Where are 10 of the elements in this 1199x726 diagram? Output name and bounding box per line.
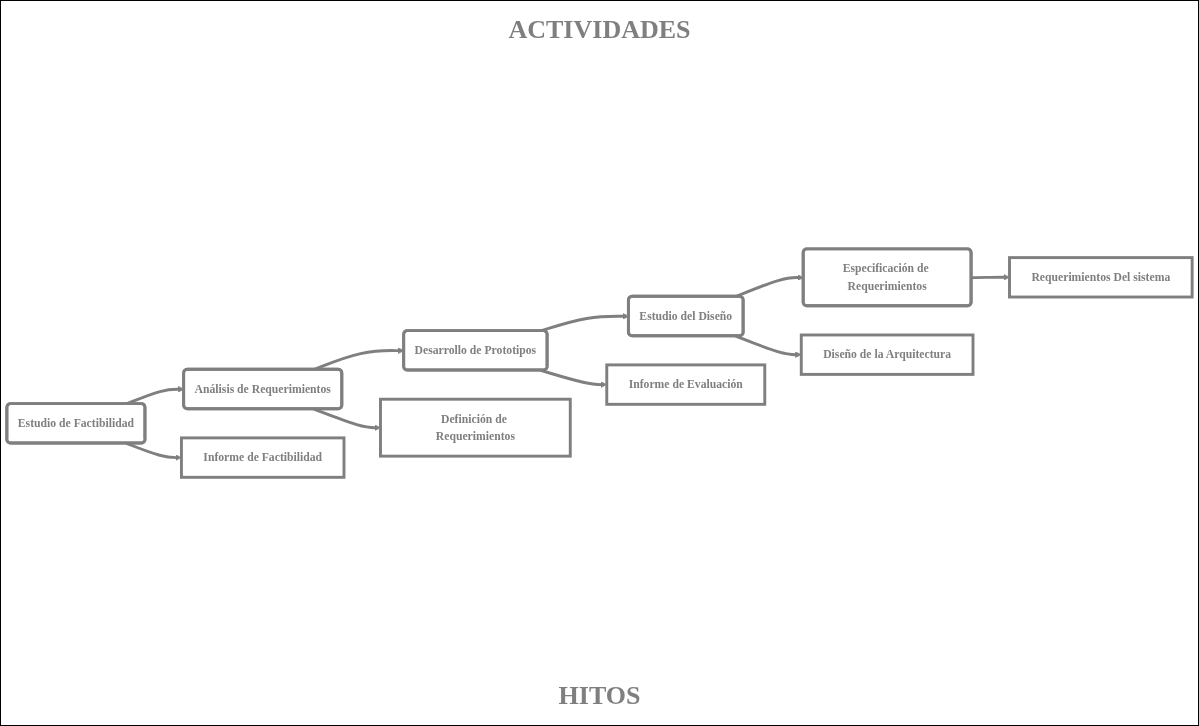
node-box: Diseño de la Arquitectura bbox=[799, 333, 975, 376]
section-label: HITOS bbox=[558, 681, 641, 711]
node-box: Informe de Evaluación bbox=[605, 363, 767, 406]
node-box: Definición de Requerimientos bbox=[379, 397, 572, 458]
node-box: Requerimientos Del sistema bbox=[1008, 256, 1194, 299]
diagram-title: ACTIVIDADES bbox=[508, 15, 691, 45]
node-box: Informe de Factibilidad bbox=[180, 436, 346, 479]
arrow bbox=[971, 274, 1010, 281]
arrow bbox=[735, 334, 802, 358]
arrow bbox=[735, 274, 804, 298]
